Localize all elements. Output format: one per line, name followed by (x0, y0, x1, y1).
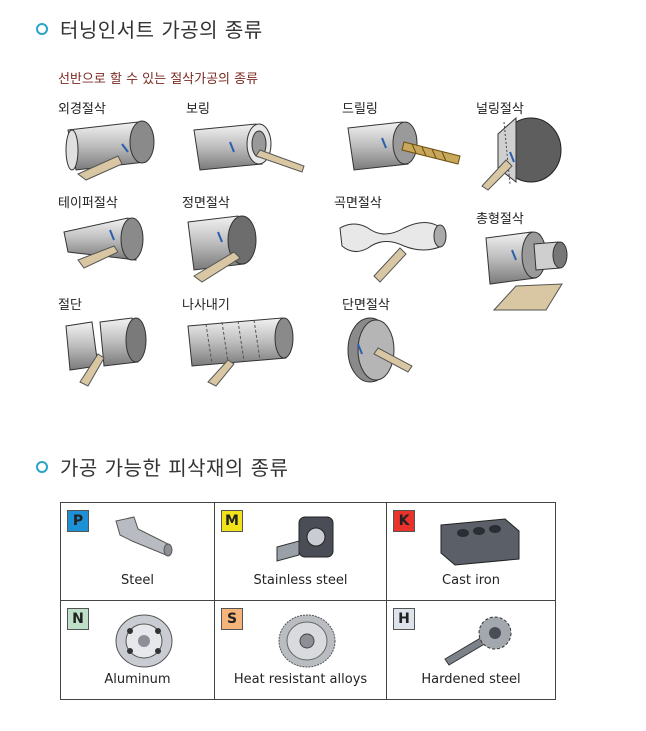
op-label: 널링절삭 (476, 102, 524, 117)
op-label: 절단 (58, 298, 82, 313)
face-cutting-illustration (347, 317, 413, 383)
op-label: 드릴링 (342, 102, 378, 117)
threading-illustration (187, 317, 294, 387)
material-cell-aluminum: N Aluminum (61, 601, 215, 699)
section-title-turning: 터닝인서트 가공의 종류 (36, 14, 263, 43)
op-contour-turning: 곡면절삭 (334, 192, 464, 292)
op-label: 보링 (186, 102, 210, 117)
op-form-turning: 총형절삭 (476, 208, 606, 311)
op-taper-turning: 테이퍼절삭 (58, 192, 188, 292)
op-label: 정면절삭 (182, 196, 230, 211)
op-label: 나사내기 (182, 298, 230, 313)
material-label: Hardened steel (421, 672, 521, 687)
diagram-caption: 선반으로 할 수 있는 절삭가공의 종류 (58, 72, 259, 87)
material-label: Aluminum (104, 672, 171, 687)
material-label: Cast iron (442, 573, 500, 588)
boring-illustration (193, 123, 305, 173)
knurling-illustration (481, 116, 562, 191)
op-facing: 정면절삭 (182, 192, 312, 292)
material-cell-steel: P Steel (61, 503, 215, 601)
op-label: 단면절삭 (342, 298, 390, 313)
section-title-materials: 가공 가능한 피삭재의 종류 (36, 452, 288, 481)
material-cell-heat-resistant: S Heat resistant alloys (215, 601, 387, 699)
op-external-turning: 외경절삭 (58, 98, 188, 198)
materials-table: P Steel M Stainless steel K Cast iron N (60, 502, 556, 700)
turning-operations-diagram: 선반으로 할 수 있는 절삭가공의 종류 외경절삭 보링 드릴링 (52, 68, 572, 398)
facing-illustration (187, 215, 257, 283)
op-drilling: 드릴링 (342, 98, 472, 198)
material-label: Stainless steel (253, 573, 348, 588)
circle-bullet-icon (36, 460, 48, 473)
material-code-badge: S (221, 608, 243, 630)
op-face-cutting: 단면절삭 (342, 294, 472, 394)
stainless-valve-icon (276, 516, 333, 562)
material-code-badge: P (67, 510, 89, 532)
op-threading: 나사내기 (182, 294, 312, 394)
material-cell-stainless: M Stainless steel (215, 503, 387, 601)
op-knurling: 널링절삭 (476, 98, 606, 198)
engine-block-icon (440, 518, 520, 566)
material-code-badge: K (393, 510, 415, 532)
drilling-illustration (347, 121, 461, 171)
section-title-text: 가공 가능한 피삭재의 종류 (60, 456, 289, 480)
op-boring: 보링 (186, 98, 316, 198)
material-code-badge: M (221, 510, 243, 532)
steel-shaft-icon (114, 516, 172, 557)
external-turning-illustration (65, 120, 155, 181)
aluminum-wheel-icon (115, 614, 172, 668)
material-cell-hardened-steel: H Hardened steel (387, 601, 555, 699)
turbine-disk-icon (278, 614, 335, 668)
taper-turning-illustration (63, 217, 144, 269)
material-code-badge: H (393, 608, 415, 630)
op-cut-off: 절단 (58, 294, 188, 394)
material-cell-cast-iron: K Cast iron (387, 503, 555, 601)
section-title-text: 터닝인서트 가공의 종류 (60, 18, 263, 42)
gear-shaft-icon (444, 616, 512, 666)
op-label: 외경절삭 (58, 102, 106, 117)
form-turning-illustration (485, 231, 568, 311)
material-label: Steel (121, 573, 154, 588)
op-label: 총형절삭 (476, 212, 524, 227)
circle-bullet-icon (36, 22, 48, 35)
op-label: 곡면절삭 (334, 196, 382, 211)
op-label: 테이퍼절삭 (58, 196, 118, 211)
contour-turning-illustration (339, 222, 447, 283)
cut-off-illustration (65, 317, 147, 387)
material-label: Heat resistant alloys (233, 672, 368, 687)
material-code-badge: N (67, 608, 89, 630)
